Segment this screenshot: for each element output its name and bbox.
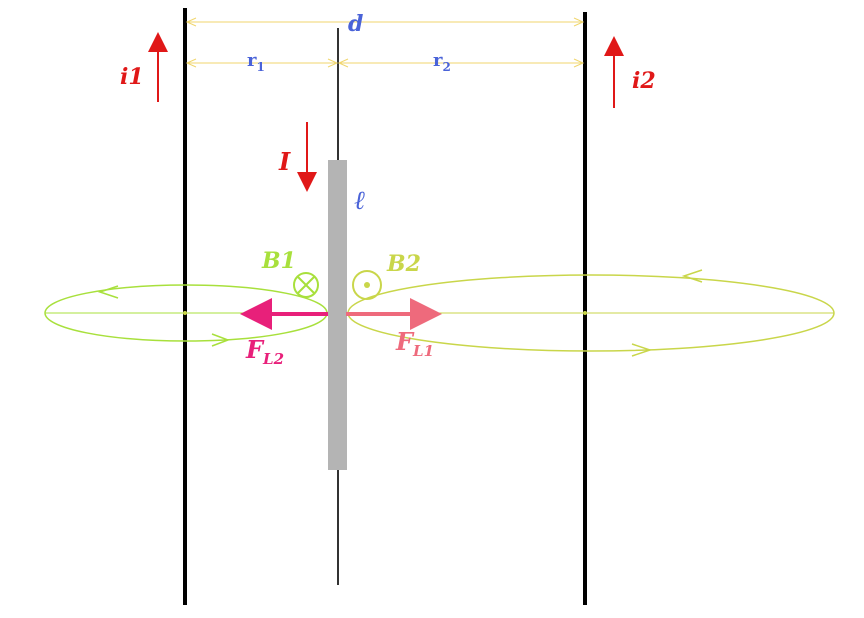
dimension-r2 [337, 58, 585, 68]
label-i1: i1 [120, 64, 144, 90]
label-r1: r1 [247, 50, 265, 74]
label-FL2: FL2 [245, 335, 284, 368]
label-ell: ℓ [354, 186, 365, 216]
conductor-rod [328, 160, 347, 470]
field-dot-left [183, 311, 187, 315]
label-B1: B1 [261, 248, 296, 274]
field-dot-right [583, 311, 587, 315]
field-arrow-left-top [97, 285, 119, 299]
label-B2: B2 [386, 251, 421, 277]
field-arrow-right-top [681, 269, 703, 283]
field-arrow-right-bottom [631, 343, 653, 357]
label-i2: i2 [632, 68, 656, 94]
dimension-d [185, 17, 585, 27]
label-d: d [348, 11, 363, 37]
dimension-r1 [185, 58, 339, 68]
label-r2: r2 [433, 50, 451, 74]
label-FL1: FL1 [395, 327, 434, 360]
b1-into-page-icon [293, 272, 319, 298]
label-I: I [278, 147, 291, 176]
b2-out-of-page-icon [352, 270, 382, 300]
field-arrow-left-bottom [211, 333, 231, 347]
